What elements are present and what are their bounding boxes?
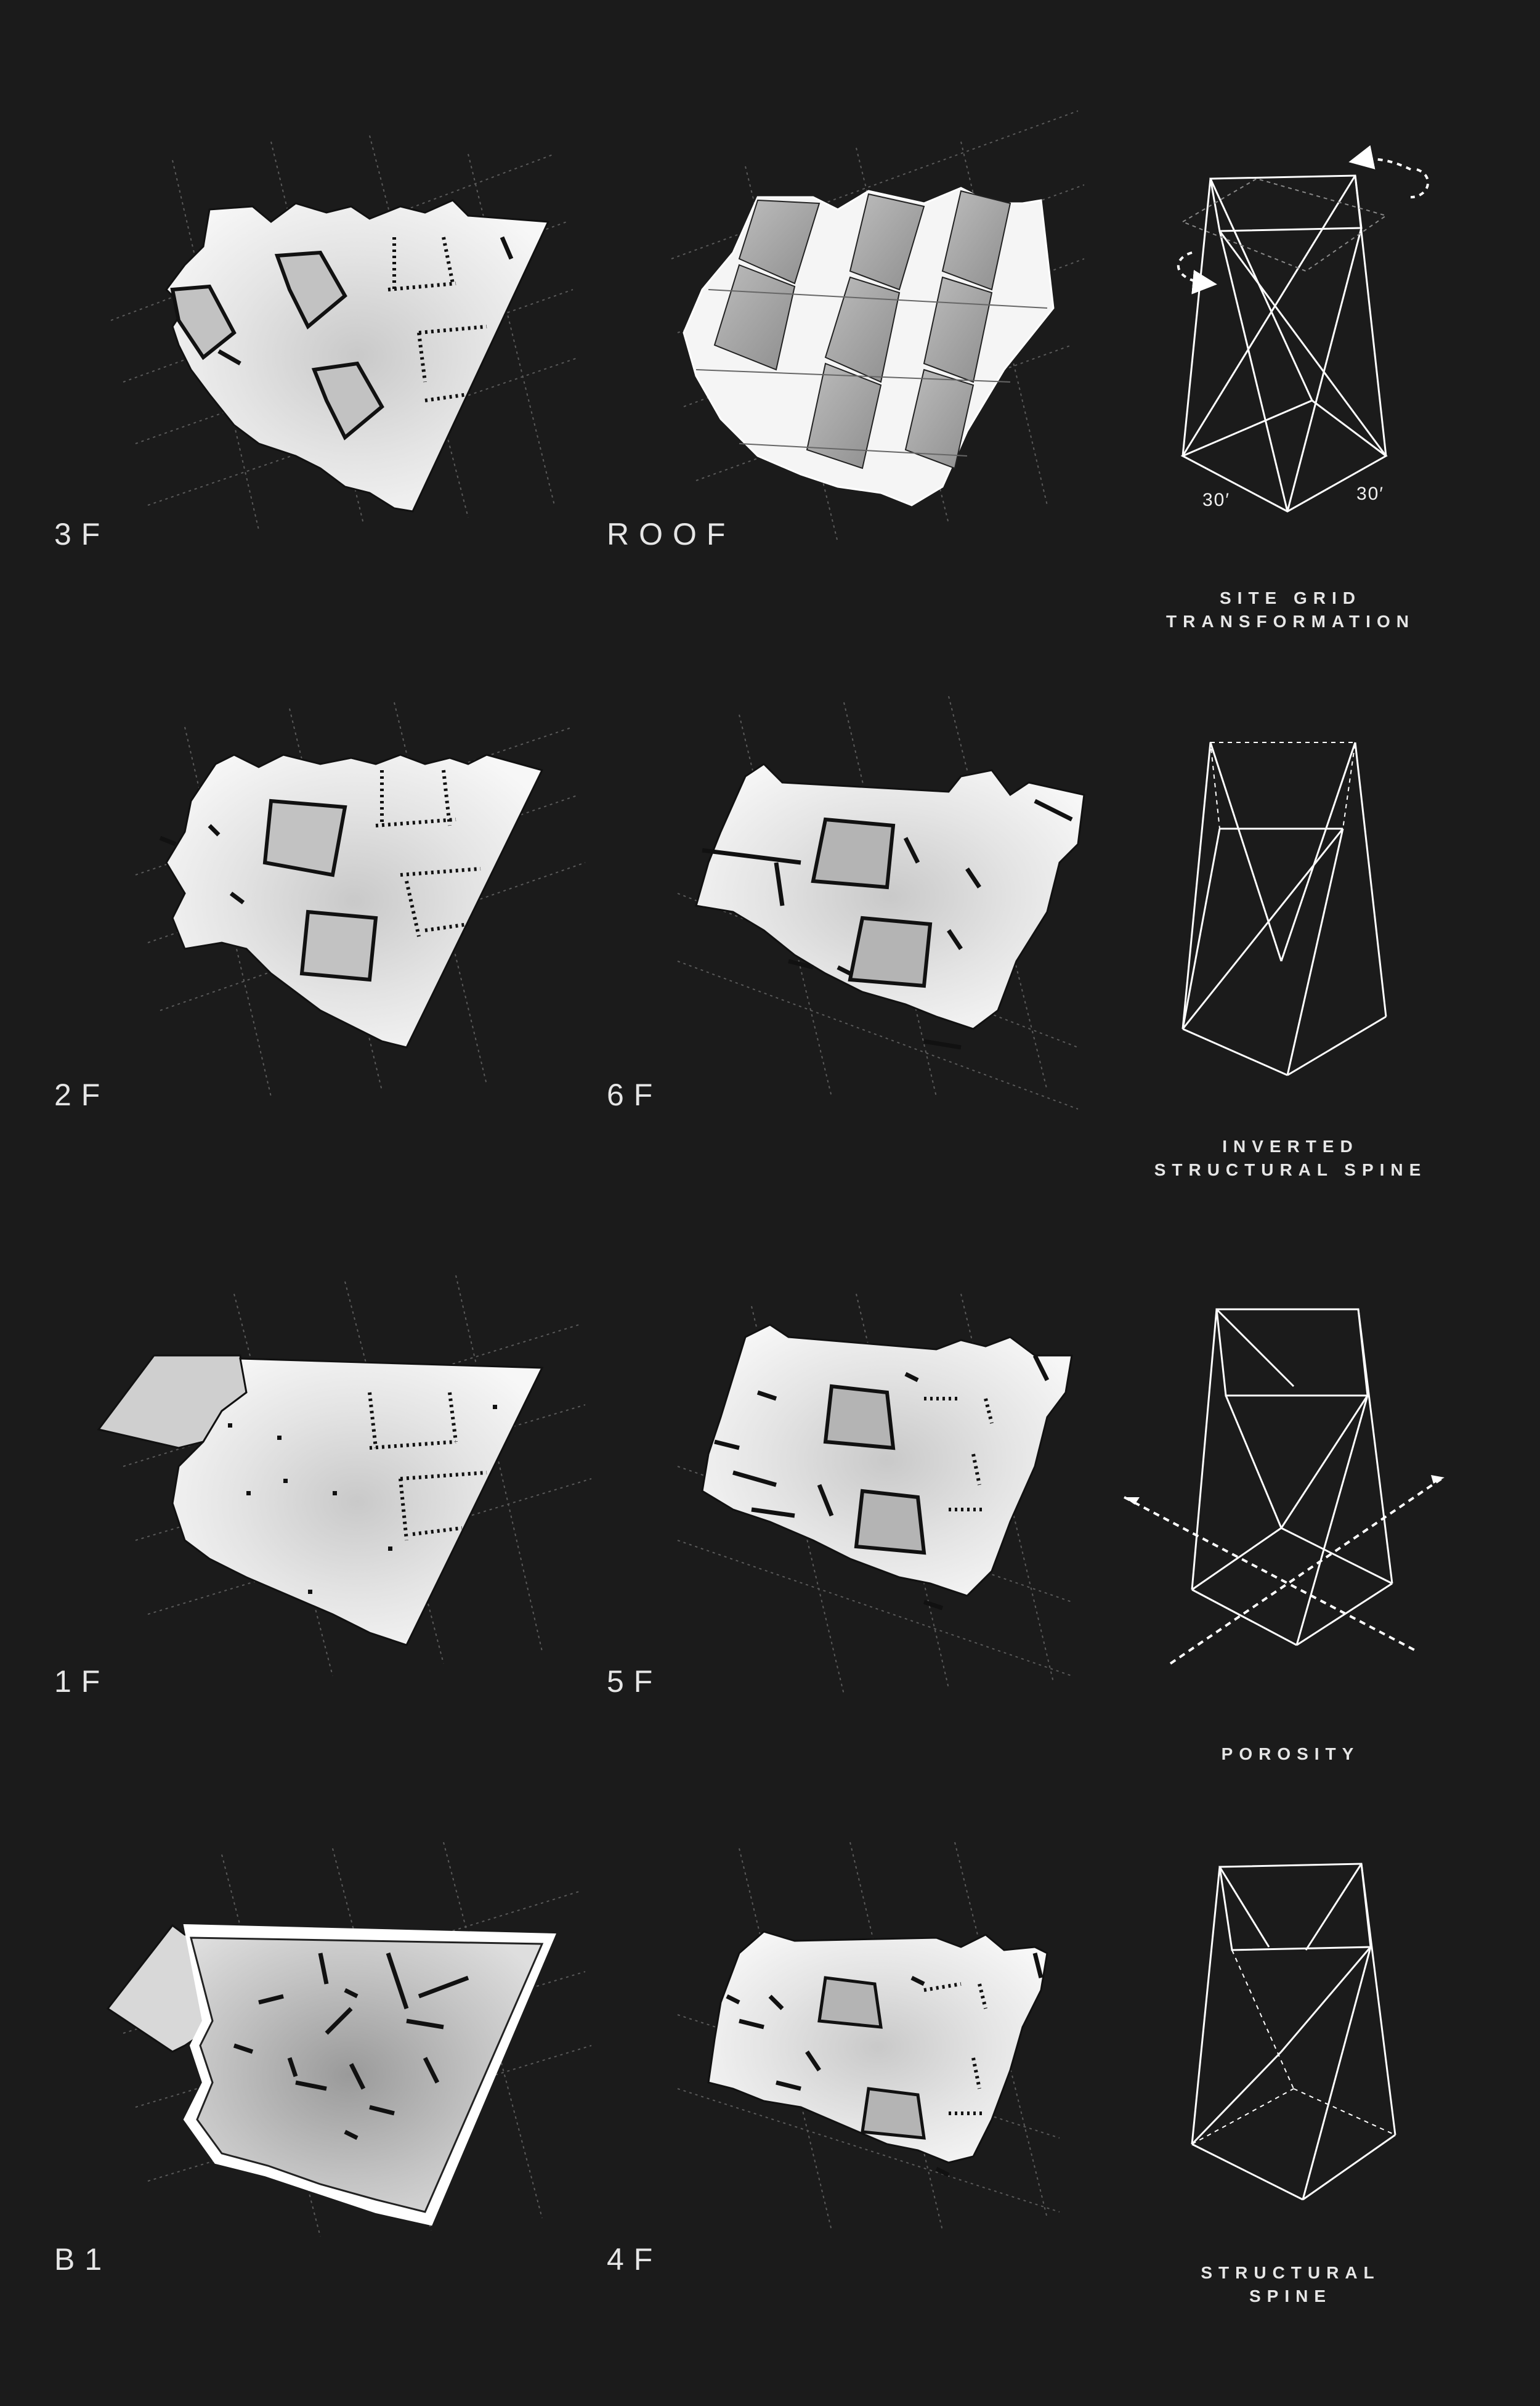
diagram-inverted-structural-spine bbox=[1181, 742, 1387, 1076]
label-roof: ROOF bbox=[607, 517, 736, 551]
plan-2f bbox=[135, 702, 586, 1097]
label-3f: 3F bbox=[54, 517, 110, 551]
plan-roof bbox=[671, 110, 1085, 543]
caption-structural-spine-line1: STRUCTURAL bbox=[1201, 2263, 1380, 2282]
caption-porosity-line1: POROSITY bbox=[1221, 1744, 1360, 1763]
plan-b1 bbox=[106, 1842, 592, 2237]
caption-porosity: POROSITY bbox=[1106, 1742, 1475, 1766]
caption-site-grid-line2: TRANSFORMATION bbox=[1166, 612, 1415, 631]
dimension-label-b: 30′ bbox=[1356, 484, 1384, 504]
caption-structural-spine-line2: SPINE bbox=[1249, 2286, 1332, 2306]
caption-structural-spine: STRUCTURAL SPINE bbox=[1106, 2261, 1475, 2308]
label-1f: 1F bbox=[54, 1664, 110, 1699]
caption-site-grid: SITE GRID TRANSFORMATION bbox=[1106, 587, 1475, 633]
label-6f: 6F bbox=[607, 1078, 663, 1112]
plan-5f bbox=[677, 1293, 1073, 1695]
caption-site-grid-line1: SITE GRID bbox=[1219, 588, 1361, 608]
label-b1: B1 bbox=[54, 2242, 112, 2277]
caption-inverted-spine: INVERTED STRUCTURAL SPINE bbox=[1106, 1135, 1475, 1182]
caption-inverted-spine-line1: INVERTED bbox=[1222, 1137, 1359, 1156]
diagram-site-grid-transformation bbox=[1177, 145, 1430, 513]
plan-1f bbox=[97, 1275, 592, 1676]
plan-6f bbox=[677, 696, 1085, 1110]
plan-3f bbox=[110, 135, 580, 530]
diagram-structural-spine bbox=[1191, 1863, 1396, 2201]
label-5f: 5F bbox=[607, 1664, 663, 1699]
label-4f: 4F bbox=[607, 2242, 663, 2277]
caption-inverted-spine-line2: STRUCTURAL SPINE bbox=[1154, 1160, 1427, 1179]
plan-4f bbox=[677, 1842, 1060, 2231]
dimension-label-a: 30′ bbox=[1202, 490, 1230, 510]
label-2f: 2F bbox=[54, 1078, 110, 1112]
diagram-porosity bbox=[1124, 1308, 1445, 1665]
